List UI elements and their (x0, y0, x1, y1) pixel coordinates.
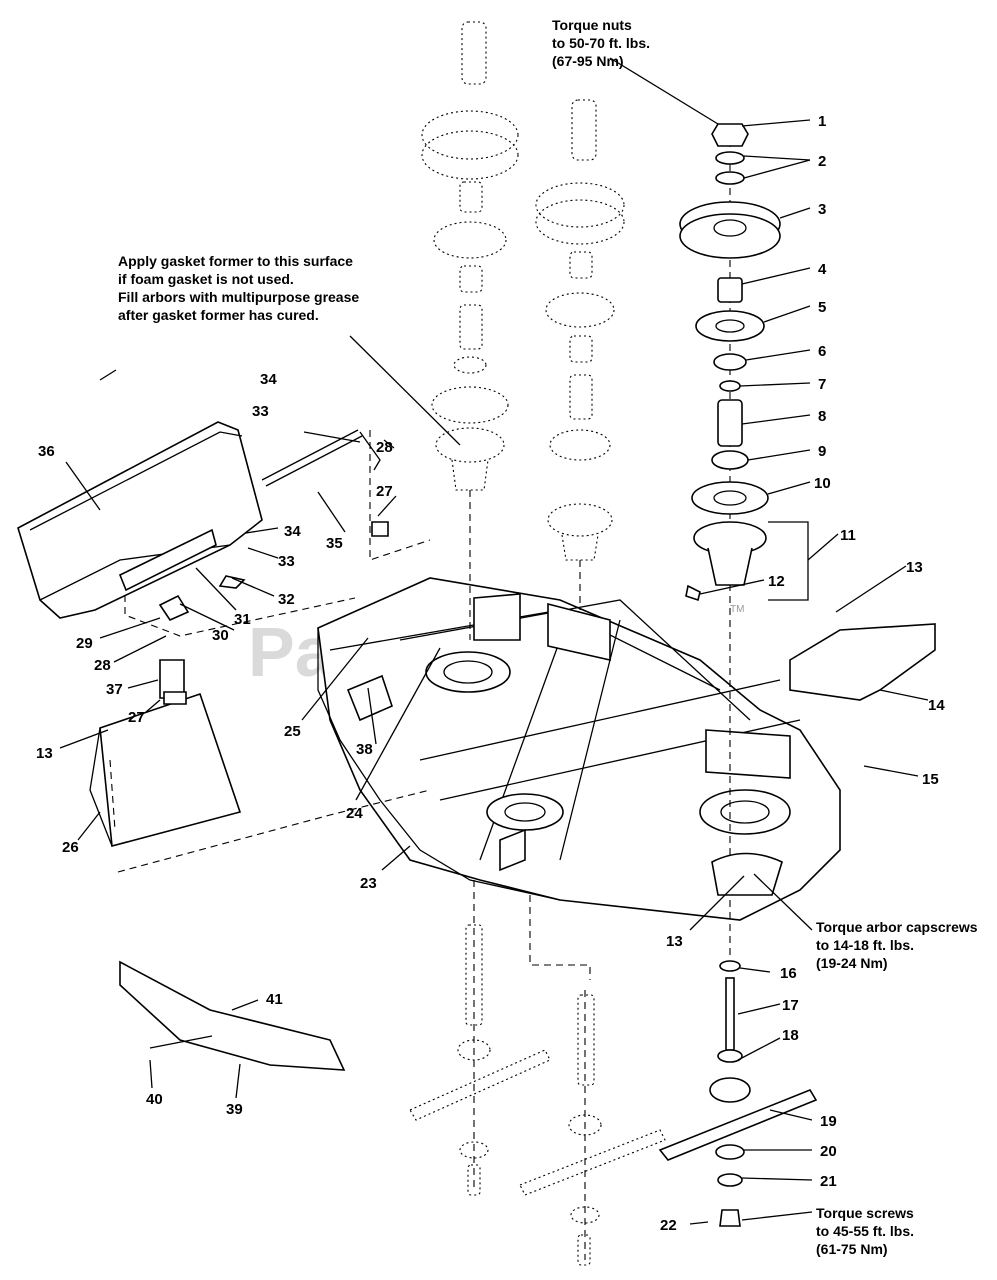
watermark-tm: TM (730, 604, 744, 615)
callout-3: 3 (818, 201, 826, 218)
callout-23: 23 (360, 875, 377, 892)
leader-lines (59, 57, 929, 1225)
callout-38: 38 (356, 741, 373, 758)
callout-14: 14 (928, 697, 945, 714)
callout-30: 30 (212, 627, 229, 644)
callout-9: 9 (818, 443, 826, 460)
chute-assembly (17, 369, 936, 1071)
callout-25: 25 (284, 723, 301, 740)
note-gasket-former: Apply gasket former to this surface if f… (118, 253, 360, 323)
callout-36: 36 (38, 443, 55, 460)
callout-numbers: 1 2 3 4 5 6 7 8 9 10 11 12 13 14 15 16 1… (36, 113, 945, 1234)
mower-deck (317, 577, 841, 921)
callout-11: 11 (840, 527, 856, 544)
callout-17: 17 (782, 997, 799, 1014)
callout-19: 19 (820, 1113, 837, 1130)
callout-6: 6 (818, 343, 826, 360)
callout-5: 5 (818, 299, 826, 316)
callout-4: 4 (818, 261, 827, 278)
callout-2: 2 (818, 153, 826, 170)
callout-35: 35 (326, 535, 343, 552)
callout-10: 10 (814, 475, 831, 492)
callout-37: 37 (106, 681, 123, 698)
callout-27-right: 27 (376, 483, 393, 500)
callout-8: 8 (818, 408, 826, 425)
callout-27-left: 27 (128, 709, 145, 726)
callout-1: 1 (818, 113, 826, 130)
callout-13-left: 13 (36, 745, 53, 762)
left-pulley-stack (421, 21, 519, 640)
callout-28-right: 28 (376, 439, 393, 456)
callout-20: 20 (820, 1143, 837, 1160)
callout-39: 39 (226, 1101, 243, 1118)
callout-16: 16 (780, 965, 797, 982)
callout-13-bottom: 13 (666, 933, 683, 950)
callout-41: 41 (266, 991, 283, 1008)
callout-18: 18 (782, 1027, 799, 1044)
callout-32: 32 (278, 591, 295, 608)
note-torque-nuts: Torque nuts to 50-70 ft. lbs. (67-95 Nm) (552, 17, 651, 69)
right-arbor-stack (658, 123, 818, 1227)
callout-33-mid: 33 (278, 553, 295, 570)
callout-24: 24 (346, 805, 363, 822)
callout-12: 12 (768, 573, 785, 590)
callout-34-mid: 34 (284, 523, 301, 540)
callout-13-right: 13 (906, 559, 923, 576)
callout-33-top: 33 (252, 403, 269, 420)
callout-15: 15 (922, 771, 939, 788)
middle-pulley-stack (535, 99, 625, 610)
callout-21: 21 (820, 1173, 837, 1190)
lower-spindle-stacks (409, 880, 666, 1266)
callout-31: 31 (234, 611, 251, 628)
callout-40: 40 (146, 1091, 163, 1108)
callout-22: 22 (660, 1217, 677, 1234)
callout-28-left: 28 (94, 657, 111, 674)
note-torque-arbor: Torque arbor capscrews to 14-18 ft. lbs.… (816, 919, 978, 971)
callout-26: 26 (62, 839, 79, 856)
callout-34-top: 34 (260, 371, 277, 388)
callout-29: 29 (76, 635, 93, 652)
note-torque-screws: Torque screws to 45-55 ft. lbs. (61-75 N… (816, 1205, 915, 1257)
callout-7: 7 (818, 376, 826, 393)
